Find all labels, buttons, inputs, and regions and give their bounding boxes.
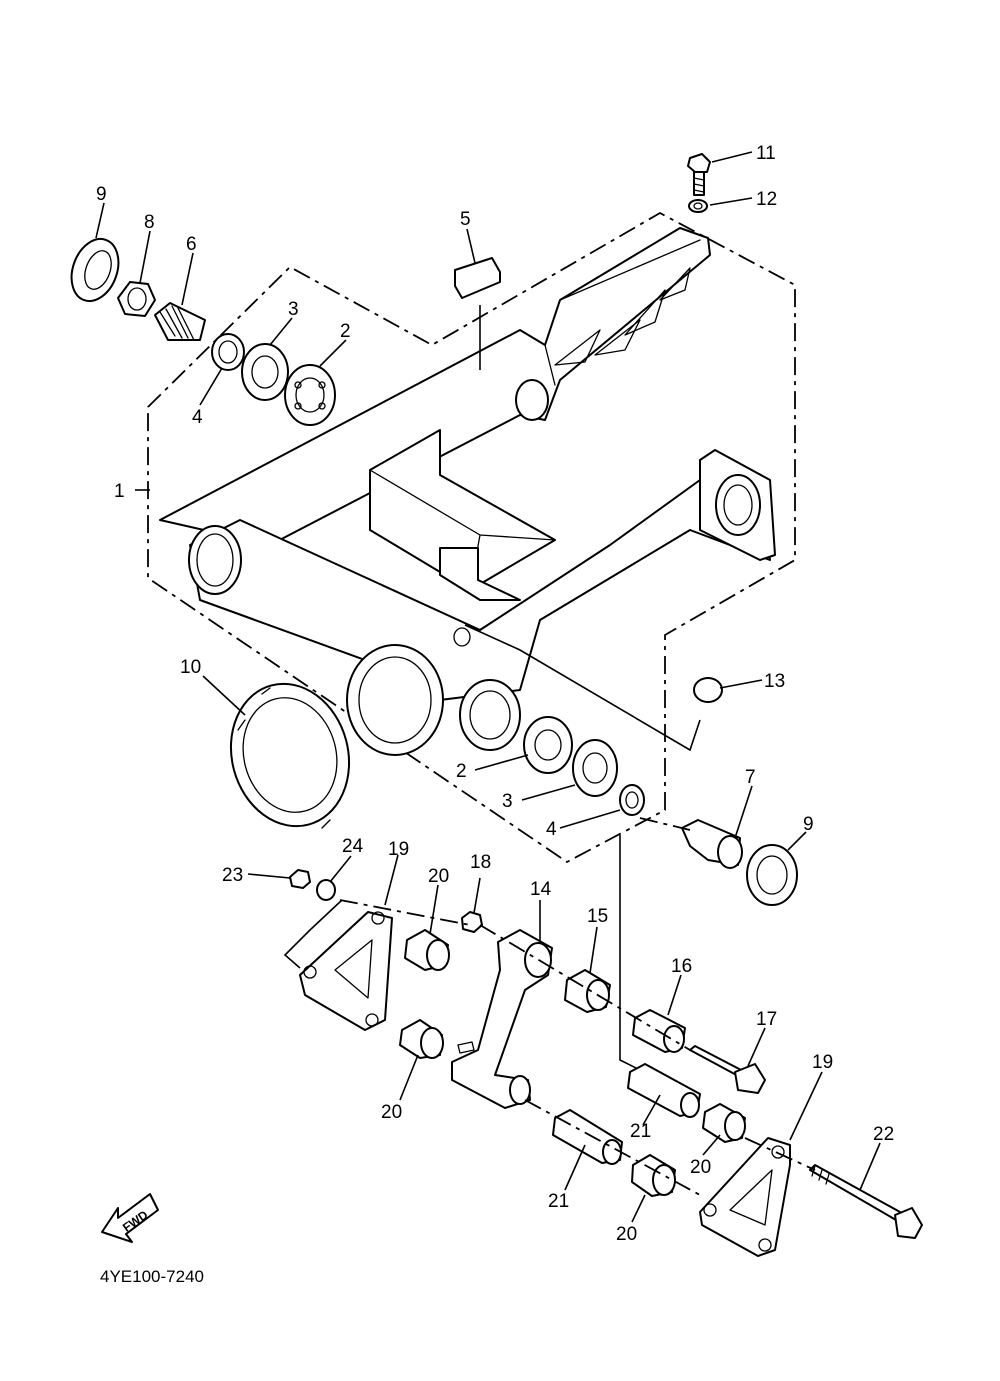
nut-23 [289,869,311,889]
callout-9-right: 9 [803,814,814,835]
callout-17: 17 [756,1009,777,1030]
callout-4-upper: 4 [192,407,203,428]
bolt-22 [809,1164,923,1239]
bearing-2-upper [284,364,336,426]
bolt-17 [689,1045,766,1094]
callout-1: 1 [114,481,125,502]
collar-21-b [552,1109,623,1165]
callout-22: 22 [873,1124,894,1145]
callout-5: 5 [460,209,471,230]
callout-20-c: 20 [690,1157,711,1178]
callout-19-right: 19 [812,1052,833,1073]
callout-11: 11 [756,143,776,164]
swingarm-body [159,227,776,756]
cap-13 [693,677,723,703]
callout-15: 15 [587,906,608,927]
collar-21-a [627,1063,701,1118]
ring-10 [229,682,351,829]
bearing-2-lower [523,716,573,774]
collar-20-b [399,1019,444,1059]
callout-7: 7 [745,767,756,788]
callout-21-a: 21 [630,1121,651,1142]
callout-14: 14 [530,879,552,900]
callout-19-left: 19 [388,839,409,860]
nut-18 [461,911,483,933]
connecting-rod-14 [451,929,553,1109]
callout-3-upper: 3 [288,299,299,320]
alignment-lines [339,817,816,1196]
callout-9-left: 9 [96,184,107,205]
drawing-code: 4YE100-7240 [100,1267,204,1286]
callout-16: 16 [671,956,692,977]
washer-12 [688,199,708,213]
callout-numbers: 9 8 6 3 2 4 1 5 11 12 13 10 2 3 4 7 9 24… [96,143,894,1245]
fwd-arrow-icon: FWD [101,1193,159,1243]
bolt-11 [687,153,711,196]
relay-arm-19-left [299,911,393,1031]
callout-13: 13 [764,671,785,692]
collar-4-upper [211,333,245,371]
seal-3-lower [572,739,618,797]
relay-arm-19-right [699,1137,791,1257]
collar-4-lower [619,784,645,816]
pivot-shaft-7 [681,819,743,869]
callout-3-lower: 3 [502,791,513,812]
assembly-boundary [147,211,796,864]
callout-18: 18 [470,852,491,873]
callout-8: 8 [144,212,155,233]
callout-2-upper: 2 [340,321,351,342]
plate-5 [454,257,501,299]
callout-23: 23 [222,865,243,886]
oil-seal-9-left [70,238,120,302]
collar-15 [564,969,611,1013]
seal-3-upper [241,343,289,401]
oil-seal-9-right [746,844,798,906]
callout-leaders [95,151,881,1223]
callout-21-b: 21 [548,1191,569,1212]
collar-20-c [702,1103,746,1143]
callout-4-lower: 4 [546,819,557,840]
pivot-shaft-6 [154,302,206,341]
callout-12: 12 [756,189,777,210]
leader-lines [283,305,701,1071]
washer-24 [316,879,336,901]
nut-8 [117,281,156,317]
callout-10: 10 [180,657,201,678]
callout-20-a: 20 [428,866,449,887]
callout-20-b: 20 [381,1102,402,1123]
callout-20-d: 20 [616,1224,637,1245]
collar-20-a [404,929,450,971]
callout-6: 6 [186,234,197,255]
callout-24: 24 [342,836,364,857]
callout-2-lower: 2 [456,761,467,782]
